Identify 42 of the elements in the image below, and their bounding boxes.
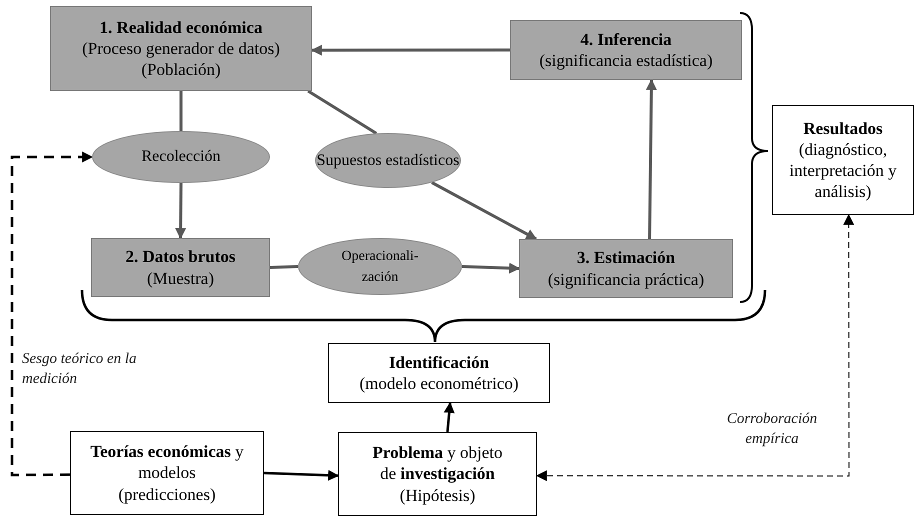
node-text: Problema y objeto de investigación [371,442,504,485]
node-text: Recolección [141,147,221,167]
node-text: (significancia estadística) [539,50,713,72]
node-title: Resultados [802,118,884,139]
node-title: 1. Realidad económica [100,16,262,38]
arrow [175,182,186,240]
arrow [462,262,520,274]
node-text: (Población) [141,59,221,80]
node-title: 3. Estimación [576,247,676,268]
node-text: (diagnóstico, interpretación y análisis) [788,138,898,202]
node-title: 2. Datos brutos [125,246,236,268]
process-box [772,105,914,215]
arrow [431,181,538,240]
arrow [264,470,340,481]
process-box [70,431,264,515]
node-text: (predicciones) [117,484,217,505]
node-text: (significancia práctica) [548,268,704,290]
arrow [310,44,510,56]
process-box [91,238,270,297]
arrow [646,78,657,240]
connector-line [270,265,298,269]
node-text: (Hipótesis) [398,484,476,506]
edge-label: Corroboración empírica [726,410,818,448]
arrow [10,152,94,476]
connector-line [180,91,182,131]
arrow [536,214,854,482]
node-text: (Muestra) [146,268,214,289]
edge-label: Sesgo teórico en la medición [22,350,138,388]
connector-line [307,90,378,135]
node-text: (Proceso generador de datos) [82,38,280,60]
node-text: Supuestos estadísticos [316,150,460,170]
process-box [50,6,312,91]
process-box [519,239,733,298]
arrow [444,402,455,432]
process-box [338,432,537,516]
node-title: Identificación [388,352,490,373]
node-text: Operacionali- zación [340,248,420,286]
node-text: (modelo econométrico) [359,373,519,394]
process-box [328,343,550,403]
node-text: Teorías económicas y modelos [89,441,245,484]
process-box [510,20,742,80]
node-title: 4. Inferencia [580,28,672,50]
